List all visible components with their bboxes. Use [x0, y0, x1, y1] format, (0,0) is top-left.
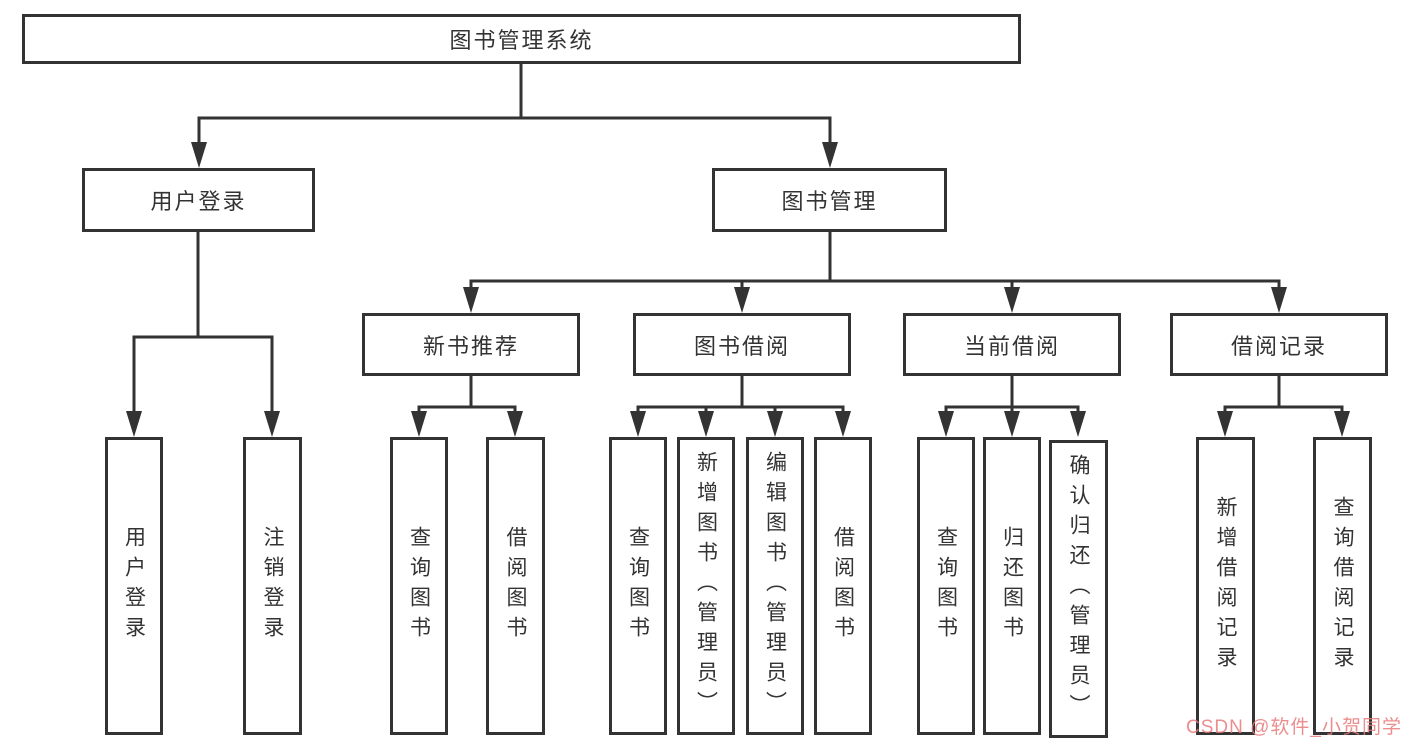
connector-current-borrow-branch	[938, 376, 1086, 437]
leaf-newbook-query-label: 查询图书	[407, 526, 431, 646]
leaf-logout-label: 注销登录	[261, 526, 284, 646]
leaf-record-add: 新增借阅记录	[1196, 437, 1255, 735]
leaf-logout: 注销登录	[243, 437, 302, 735]
node-new-book: 新书推荐	[362, 313, 580, 376]
leaf-borrow-edit: 编辑图书（管理员）	[746, 437, 804, 735]
leaf-borrow-edit-label: 编辑图书（管理员）	[763, 451, 787, 721]
leaf-newbook-borrow-label: 借阅图书	[504, 526, 527, 646]
leaf-record-query: 查询借阅记录	[1313, 437, 1372, 735]
node-root: 图书管理系统	[22, 14, 1021, 64]
leaf-borrow-add-label: 新增图书（管理员）	[694, 451, 718, 721]
node-user-login-label: 用户登录	[150, 189, 247, 214]
connector-borrow-record-branch	[1217, 376, 1350, 437]
connector-root-to-row1	[191, 64, 838, 168]
leaf-borrow-borrow: 借阅图书	[814, 437, 872, 735]
leaf-borrow-add: 新增图书（管理员）	[677, 437, 735, 735]
node-book-borrow: 图书借阅	[633, 313, 851, 376]
connector-new-book-branch	[411, 376, 523, 437]
node-book-mgmt-label: 图书管理	[781, 189, 878, 214]
node-borrow-record: 借阅记录	[1170, 313, 1388, 376]
connector-book-borrow-branch	[630, 376, 851, 437]
leaf-newbook-query: 查询图书	[390, 437, 448, 735]
node-current-borrow: 当前借阅	[903, 313, 1121, 376]
leaf-current-confirm-label: 确认归还（管理员）	[1067, 454, 1090, 724]
node-new-book-label: 新书推荐	[422, 333, 519, 359]
leaf-current-return-label: 归还图书	[1000, 526, 1024, 646]
leaf-borrow-borrow-label: 借阅图书	[831, 526, 855, 646]
node-current-borrow-label: 当前借阅	[963, 333, 1060, 359]
connector-book-mgmt-branch	[463, 232, 1287, 313]
leaf-borrow-query-label: 查询图书	[626, 526, 650, 646]
leaf-current-return: 归还图书	[983, 437, 1041, 735]
leaf-record-query-label: 查询借阅记录	[1331, 496, 1354, 676]
connector-user-login-branch	[126, 232, 280, 437]
leaf-record-add-label: 新增借阅记录	[1214, 496, 1237, 676]
leaf-current-query-label: 查询图书	[934, 526, 958, 646]
leaf-borrow-query: 查询图书	[609, 437, 667, 735]
leaf-current-confirm: 确认归还（管理员）	[1049, 440, 1108, 738]
leaf-user-login: 用户登录	[105, 437, 163, 735]
leaf-user-login-label: 用户登录	[122, 526, 146, 646]
node-book-borrow-label: 图书借阅	[693, 333, 790, 359]
leaf-newbook-borrow: 借阅图书	[486, 437, 545, 735]
leaf-current-query: 查询图书	[917, 437, 975, 735]
node-borrow-record-label: 借阅记录	[1230, 333, 1327, 359]
csdn-watermark: CSDN @软件_小贺同学	[1186, 717, 1402, 738]
node-user-login: 用户登录	[82, 168, 315, 232]
node-book-mgmt: 图书管理	[712, 168, 947, 232]
node-root-label: 图书管理系统	[449, 28, 594, 53]
